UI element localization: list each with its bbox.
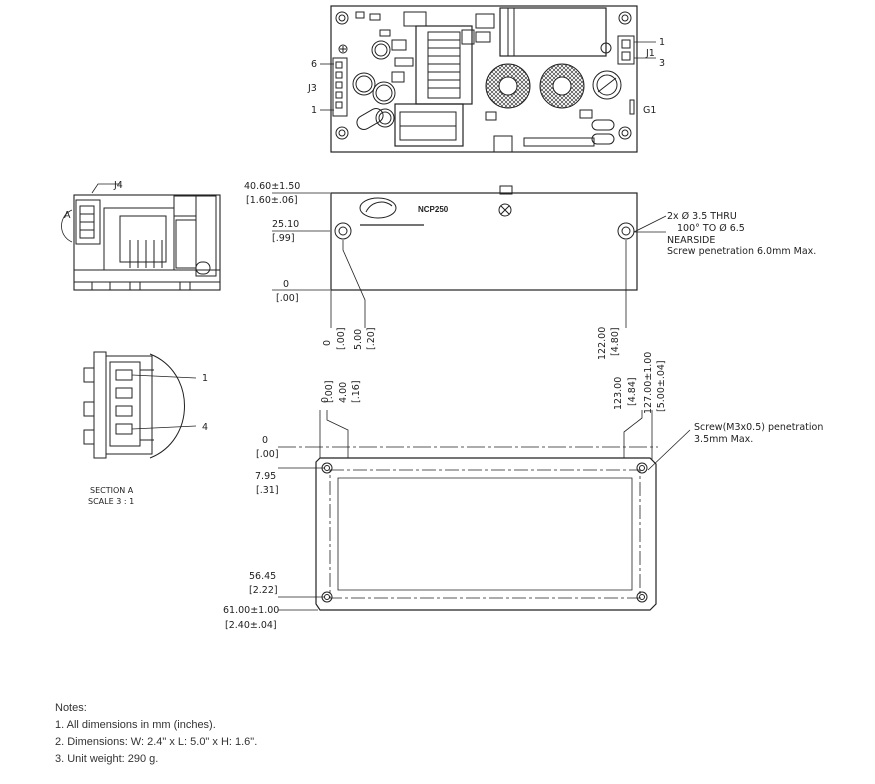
mount-hole-bottom-left (335, 126, 349, 140)
bottom-x0-dim: 0 (320, 397, 331, 403)
bottom-y0-dim: 0 (262, 435, 268, 446)
bottom-x1-dim-inch: [.16] (351, 380, 362, 403)
j1-label: J1 (645, 48, 655, 59)
bottom-y2-dim-inch: [2.22] (249, 585, 278, 596)
bottom-y1-dim: 7.95 (255, 471, 276, 482)
pin-3-j1-label: 3 (659, 58, 665, 69)
front-x2-dim-inch: [4.80] (610, 327, 621, 356)
front-x1-dim-inch: [.20] (366, 327, 377, 350)
notes-heading: Notes: (55, 702, 87, 714)
bottom-x2-dim-inch: [4.84] (627, 377, 638, 406)
front-x0-dim-inch: [.00] (336, 327, 347, 350)
screw-hole (636, 591, 648, 603)
note-item: 3. Unit weight: 290 g. (55, 753, 159, 765)
base-dim: 0 (283, 279, 289, 290)
mount-hole-top-left (335, 11, 349, 25)
hole-note-4: Screw penetration 6.0mm Max. (667, 246, 816, 257)
capacitor (371, 40, 391, 60)
pin-1-j1-label: 1 (659, 37, 665, 48)
bottom-x1-dim: 4.00 (338, 382, 349, 403)
bulk-capacitor (499, 7, 607, 57)
section-pin-1-label: 1 (202, 373, 208, 384)
bottom-x3-dim-inch: [5.00±.04] (656, 360, 667, 412)
section-pin-4-label: 4 (202, 422, 208, 433)
height-dim: 40.60±1.50 (244, 181, 300, 192)
front-view (330, 185, 638, 291)
notes-block: Notes: 1. All dimensions in mm (inches).… (55, 700, 257, 768)
bottom-y3-dim: 61.00±1.00 (223, 605, 279, 616)
front-x0-dim: 0 (322, 340, 333, 346)
pin-6-label: 6 (311, 59, 317, 70)
screw-note-1: Screw(M3x0.5) penetration (694, 422, 823, 433)
hole-note-2: 100° TO Ø 6.5 (677, 223, 745, 234)
bottom-y3-dim-inch: [2.40±.04] (225, 620, 277, 631)
bottom-x0-dim-inch: [.00] (324, 380, 335, 403)
hole-note-3: NEARSIDE (667, 235, 715, 246)
section-a-title: SECTION A (90, 486, 134, 495)
g1-label: G1 (643, 105, 656, 116)
section-a-view (83, 351, 185, 459)
mount-screw-icon (498, 203, 512, 217)
transformer (415, 25, 473, 105)
j4-label: J4 (113, 180, 123, 191)
side-view (73, 194, 221, 291)
top-view-outline (330, 5, 638, 153)
base-dim-inch: [.00] (276, 293, 299, 304)
front-hole-left (334, 222, 352, 240)
height-dim-inch: [1.60±.06] (246, 195, 298, 206)
mount-hole-bottom-right (618, 126, 632, 140)
front-logo-text: NCP250 (418, 205, 449, 214)
bottom-x3-dim: 127.00±1.00 (643, 352, 654, 414)
screw-hole (636, 462, 648, 474)
hole-y-dim: 25.10 (272, 219, 299, 230)
capacitor (375, 108, 395, 128)
hole-note-1: 2x Ø 3.5 THRU (667, 211, 737, 222)
bottom-view (315, 457, 657, 611)
note-item: 1. All dimensions in mm (inches). (55, 719, 216, 731)
capacitor (592, 70, 622, 100)
j1-connector (617, 35, 635, 65)
capacitor (372, 81, 396, 105)
section-a-scale: SCALE 3 : 1 (88, 497, 134, 506)
screw-note-2: 3.5mm Max. (694, 434, 753, 445)
j3-connector (332, 57, 348, 117)
mount-hole-top-right (618, 11, 632, 25)
front-x2-dim: 122.00 (597, 327, 608, 360)
pin-1-j3-label: 1 (311, 105, 317, 116)
bottom-y2-dim: 56.45 (249, 571, 276, 582)
note-item: 2. Dimensions: W: 2.4" x L: 5.0" x H: 1.… (55, 736, 258, 748)
side-view-outline (73, 194, 221, 291)
section-a-marker: A (64, 210, 71, 221)
front-hole-right (617, 222, 635, 240)
front-view-outline (330, 192, 638, 291)
bottom-y1-dim-inch: [.31] (256, 485, 279, 496)
hole-y-dim-inch: [.99] (272, 233, 295, 244)
bottom-view-outline (315, 457, 657, 611)
bottom-x2-dim: 123.00 (613, 377, 624, 410)
brand-logo-icon (359, 197, 397, 219)
j3-label: J3 (307, 83, 317, 94)
bottom-y0-dim-inch: [.00] (256, 449, 279, 460)
capacitor (352, 72, 376, 96)
front-x1-dim: 5.00 (353, 329, 364, 350)
heatsink (394, 103, 464, 147)
top-view (330, 5, 638, 153)
